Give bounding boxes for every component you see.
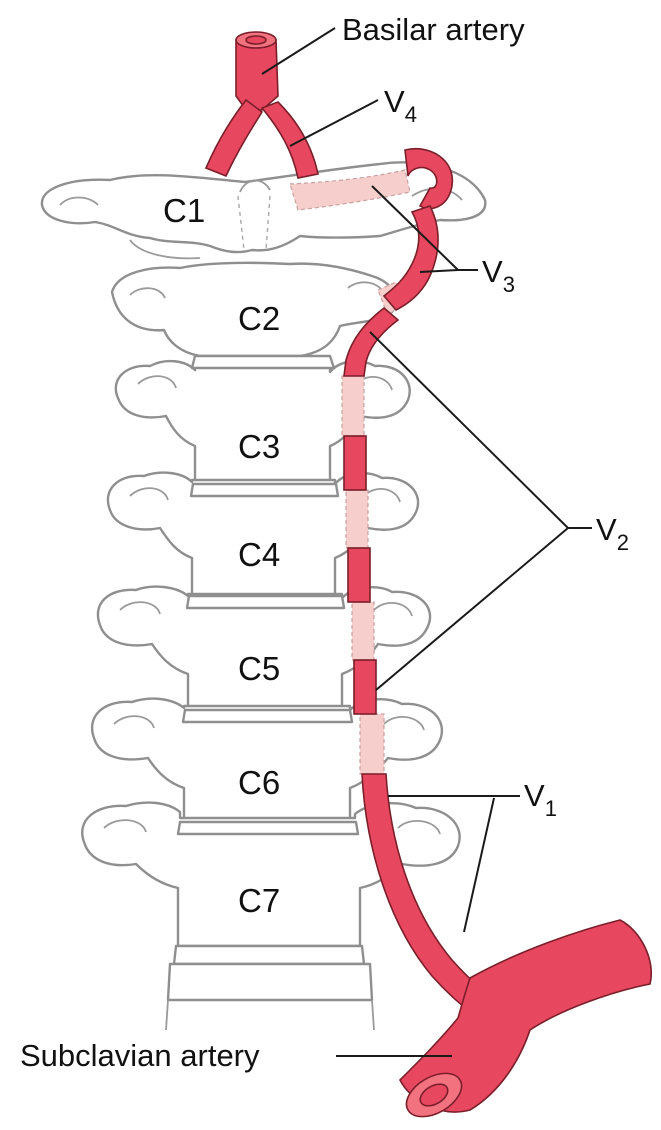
label-v2: V2 [596,512,629,555]
label-v1: V1 [524,778,557,821]
label-c3: C3 [238,428,280,465]
label-v4: V4 [384,84,417,127]
label-c1: C1 [163,192,205,229]
label-c7: C7 [238,882,280,919]
label-v3: V3 [482,254,515,297]
label-subclavian-artery: Subclavian artery [20,1038,260,1073]
leader-v1-b [464,798,494,932]
label-basilar-artery: Basilar artery [342,12,525,47]
label-c4: C4 [238,536,280,573]
label-c2: C2 [238,300,280,337]
label-c5: C5 [238,650,280,687]
label-c6: C6 [238,764,280,801]
leader-v4 [290,100,378,146]
